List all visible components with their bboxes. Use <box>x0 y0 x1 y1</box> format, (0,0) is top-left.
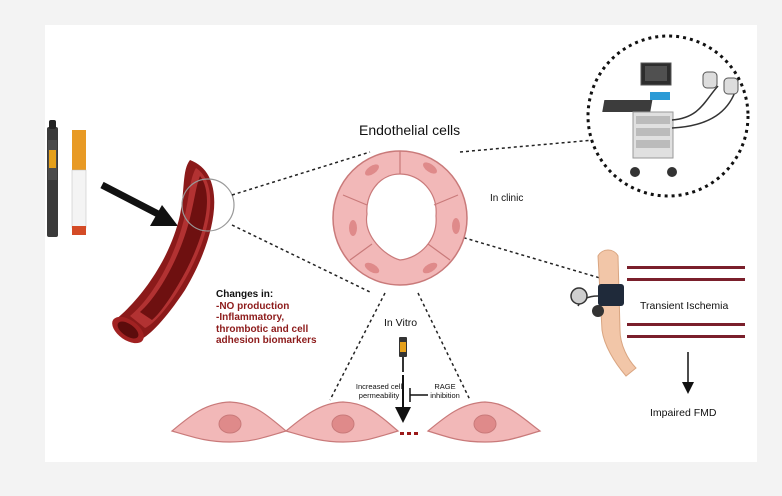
changes-item: thrombotic and cell <box>216 323 309 335</box>
label-transient-ischemia: Transient Ischemia <box>640 300 729 312</box>
inhibition-symbol <box>409 388 428 402</box>
rage-line1: RAGE <box>434 382 456 391</box>
changes-item: -Inflammatory, <box>216 312 285 323</box>
title-endothelial-cells: Endothelial cells <box>359 122 461 138</box>
label-impaired-fmd: Impaired FMD <box>650 407 717 419</box>
rage-line2: inhibition <box>430 390 460 400</box>
pipette-icon <box>399 337 407 372</box>
changes-heading: Changes in: <box>216 289 274 300</box>
permeability-line1: Increased cell <box>355 382 403 391</box>
ellipsis-dots <box>400 432 418 435</box>
ultrasound-machine-icon <box>586 34 750 198</box>
changes-block: Changes in: -NO production -Inflammatory… <box>216 289 317 347</box>
cigarette-icon <box>71 130 87 235</box>
endothelial-ring <box>332 150 468 286</box>
blood-vessel-icon <box>112 160 235 344</box>
e-cigarette-icon <box>47 120 58 237</box>
changes-item: -NO production <box>216 300 290 312</box>
arm-with-cuff-icon <box>570 249 637 377</box>
cell-nuclei <box>218 414 497 434</box>
label-rage-inhibition: RAGE inhibition <box>430 382 460 400</box>
label-permeability: Increased cell permeability <box>348 382 410 400</box>
label-in-clinic: In clinic <box>490 193 524 204</box>
exposure-arrow <box>100 181 178 226</box>
changes-item: adhesion biomarkers <box>216 335 317 346</box>
ischemia-stripes <box>627 266 745 338</box>
dashed-connectors <box>231 139 601 401</box>
permeability-line2: permeability <box>358 390 400 400</box>
label-in-vitro: In Vitro <box>384 317 418 329</box>
